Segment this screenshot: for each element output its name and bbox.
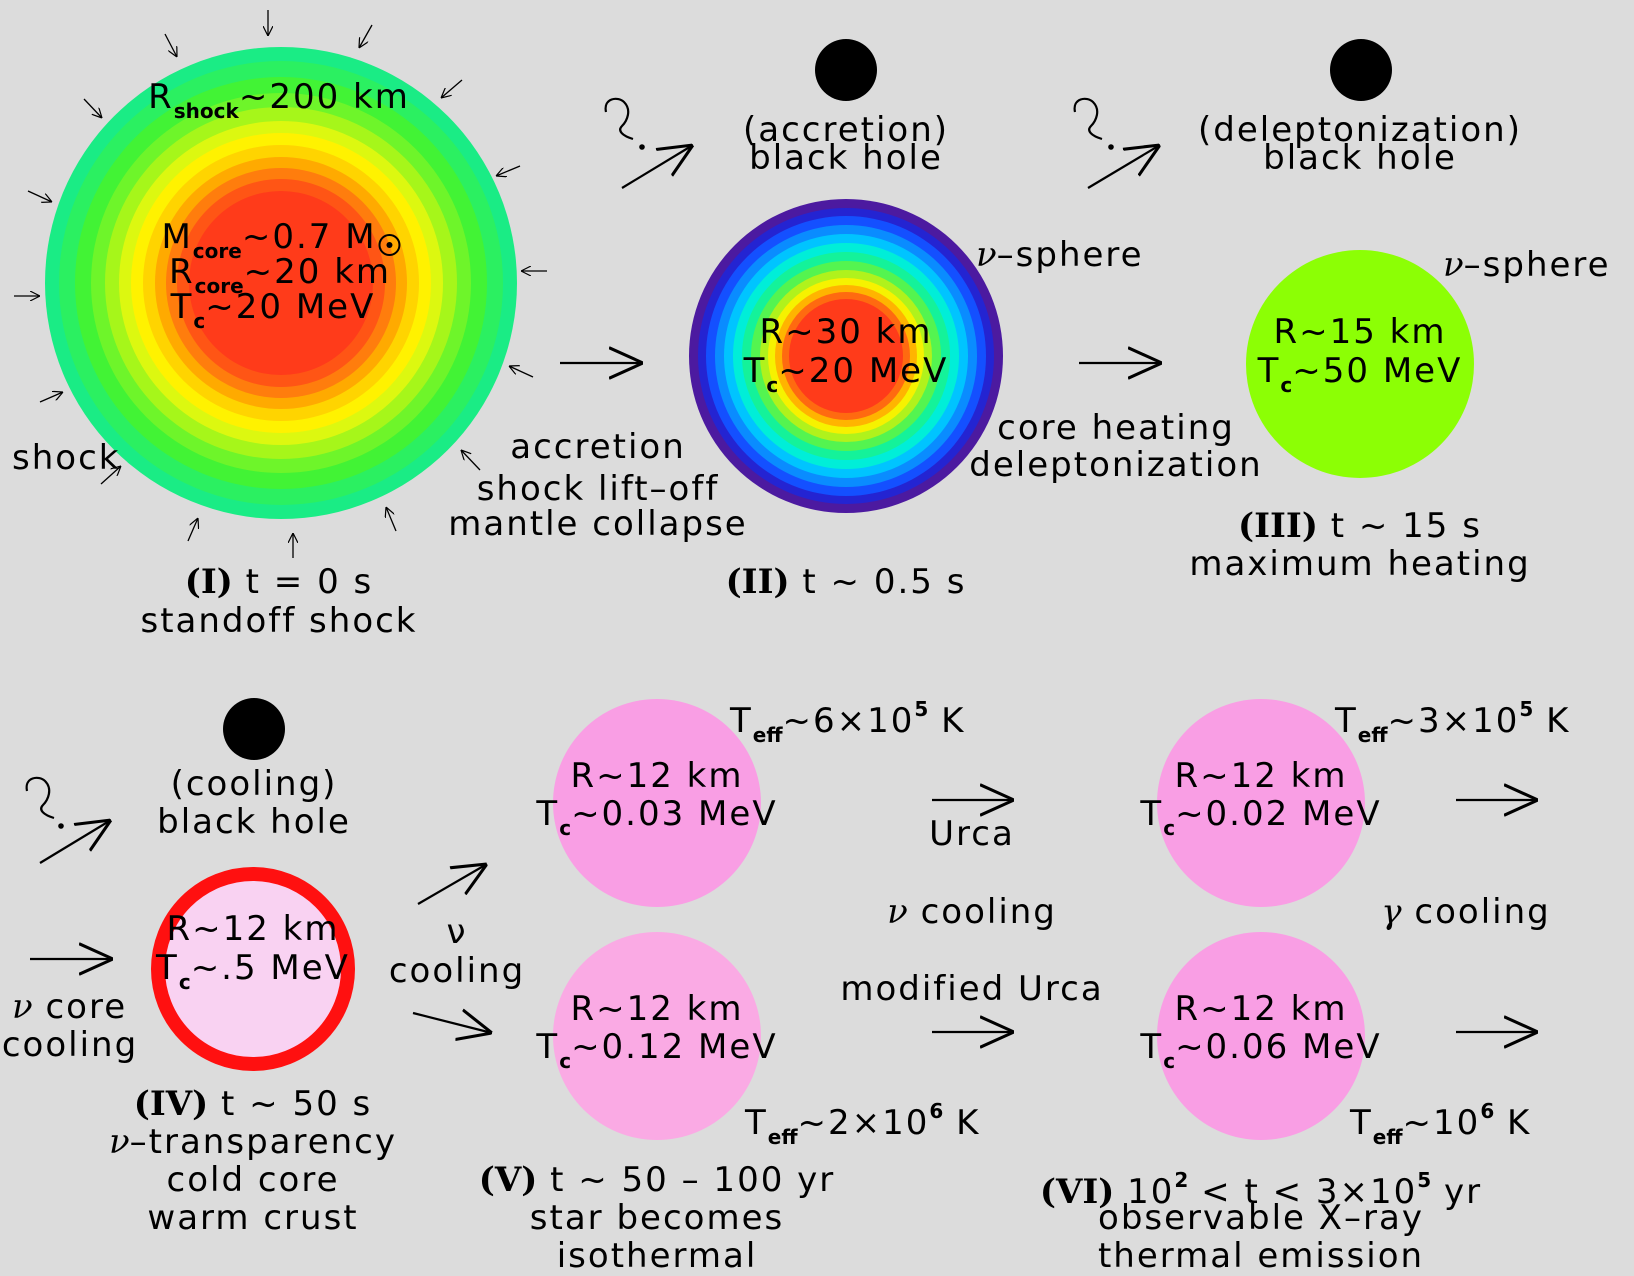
stage-5-caption-line3: isothermal (557, 1237, 758, 1275)
central-temperature-label: Tc~0.12 MeV (536, 1028, 777, 1080)
radius-label: R~12 km (167, 910, 340, 948)
radius-label: R~12 km (1175, 757, 1348, 795)
stage-2-caption: (II) t ~ 0.5 s (726, 563, 967, 601)
stage-1-caption-line2: standoff shock (140, 602, 417, 640)
photon-cooling-label: γ cooling (1381, 893, 1550, 931)
effective-temperature-label: Teff~2×106 K (745, 1092, 980, 1156)
neutrino-cooling-label: cooling (389, 952, 525, 990)
core-cooling-label: cooling (2, 1026, 138, 1064)
black-hole-label: black hole (749, 139, 943, 177)
radius-label: R~12 km (571, 990, 744, 1028)
central-temperature-label: Tc~20 MeV (171, 288, 376, 340)
central-temperature-label: Tc~50 MeV (1258, 352, 1463, 404)
transition-label: accretion (510, 428, 686, 466)
shock-label: shock (12, 439, 120, 477)
central-temperature-label: Tc~20 MeV (744, 352, 949, 404)
effective-temperature-label: Teff~3×105 K (1335, 690, 1570, 754)
radius-label: R~12 km (571, 757, 744, 795)
central-temperature-label: Tc~.5 MeV (156, 949, 350, 1001)
urca-label: Urca (929, 815, 1015, 853)
question-mark-icon (606, 99, 693, 188)
radius-label: R~30 km (760, 313, 933, 351)
radius-label: R~15 km (1274, 313, 1447, 351)
transition-label: mantle collapse (448, 505, 747, 543)
transition-label: shock lift–off (477, 470, 720, 508)
central-temperature-label: Tc~0.03 MeV (536, 795, 777, 847)
question-mark-icon (1075, 99, 1160, 188)
black-hole-accretion (815, 39, 877, 101)
neutrinosphere-label: ν–sphere (976, 236, 1144, 274)
effective-temperature-label: Teff~106 K (1350, 1092, 1531, 1156)
stage-5-caption-line2: star becomes (530, 1199, 784, 1237)
black-hole-label: black hole (157, 803, 351, 841)
stage-4-caption-line3: cold core (167, 1161, 340, 1199)
stage-5-caption: (V) t ~ 50 – 100 yr (479, 1161, 836, 1199)
black-hole-label: black hole (1263, 139, 1457, 177)
black-hole-cooling (223, 698, 285, 760)
transition-label: deleptonization (969, 446, 1262, 484)
central-temperature-label: Tc~0.06 MeV (1140, 1028, 1381, 1080)
black-hole-deleptonization (1330, 39, 1392, 101)
core-cooling-label: ν core (12, 988, 127, 1026)
stage-4-caption: (IV) t ~ 50 s (134, 1085, 373, 1123)
question-mark-icon (27, 778, 111, 863)
stage-3-caption: (III) t ~ 15 s (1238, 507, 1482, 545)
neutrino-cooling-label: ν (447, 913, 468, 951)
stage-6-caption-line3: thermal emission (1098, 1237, 1424, 1275)
shock-radius-label: Rshock~200 km (148, 78, 410, 130)
neutrino-cooling-label: ν cooling (887, 893, 1057, 931)
transition-label: core heating (997, 409, 1235, 447)
stage-4-caption-line2: ν–transparency (109, 1123, 397, 1161)
effective-temperature-label: Teff~6×105 K (730, 690, 965, 754)
stage-3-caption-line2: maximum heating (1189, 545, 1530, 583)
central-temperature-label: Tc~0.02 MeV (1140, 795, 1381, 847)
arrow-right-icon (418, 864, 487, 904)
stage-6-caption-line2: observable X–ray (1098, 1199, 1424, 1237)
black-hole-label: (cooling) (171, 765, 338, 803)
arrow-right-icon (413, 1013, 492, 1033)
neutrinosphere-label: ν–sphere (1443, 246, 1611, 284)
stage-1-caption: (I) t = 0 s (185, 563, 373, 601)
stage-4-caption-line4: warm crust (147, 1199, 358, 1237)
modified-urca-label: modified Urca (840, 970, 1103, 1008)
radius-label: R~12 km (1175, 990, 1348, 1028)
